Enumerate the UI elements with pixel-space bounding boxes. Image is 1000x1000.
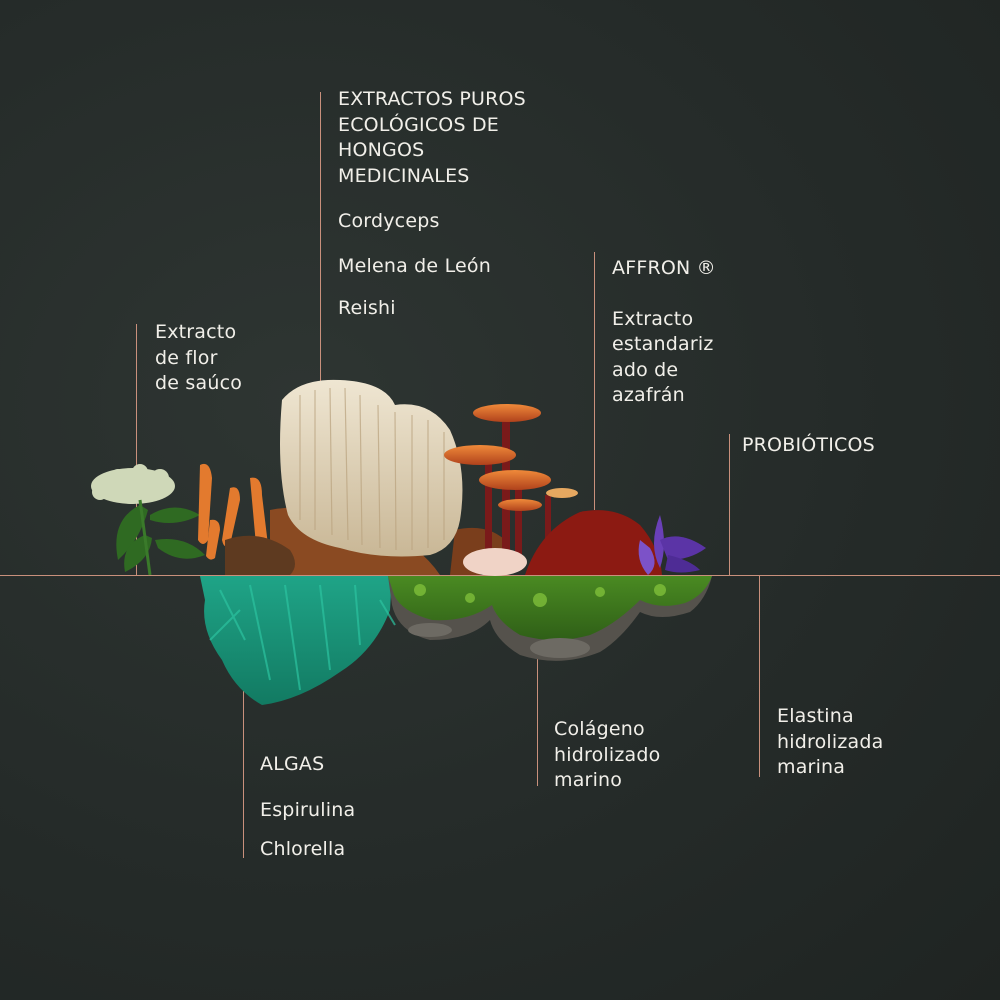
- collagen-stone: [463, 548, 527, 576]
- label-hongos: EXTRACTOS PUROS ECOLÓGICOS DE HONGOS MED…: [338, 87, 526, 322]
- leader-line-sauco: [136, 324, 137, 575]
- lions-mane: [280, 379, 463, 557]
- label-algas: ALGAS Espirulina Chlorella: [260, 752, 355, 863]
- algas-item-chlorella: Chlorella: [260, 838, 346, 860]
- elderflower: [91, 464, 205, 576]
- probioticos-title: PROBIÓTICOS: [742, 434, 875, 456]
- leader-line-probioticos: [729, 434, 730, 575]
- leader-line-colageno: [537, 658, 538, 786]
- hongos-item-melena: Melena de León: [338, 254, 491, 277]
- label-probioticos: PROBIÓTICOS: [742, 433, 875, 459]
- reishi: [444, 404, 578, 570]
- saffron-powder: [525, 510, 662, 575]
- leader-line-hongos: [320, 92, 321, 382]
- sauco-text: Extracto de flor de saúco: [155, 321, 243, 394]
- algas-item-espirulina: Espirulina: [260, 798, 356, 821]
- label-colageno: Colágeno hidrolizado marino: [554, 717, 660, 794]
- spirulina-algae: [200, 576, 396, 705]
- leader-line-algas: [243, 690, 244, 858]
- hongos-item-reishi: Reishi: [338, 297, 396, 319]
- saffron-flower: [638, 515, 706, 575]
- label-affron: AFFRON ® Extracto estandariz ado de azaf…: [612, 256, 716, 409]
- affron-title: AFFRON ®: [612, 257, 716, 279]
- leader-line-elastina: [759, 575, 760, 777]
- label-elastina: Elastina hidrolizada marina: [777, 704, 883, 781]
- affron-desc: Extracto estandariz ado de azafrán: [612, 307, 714, 407]
- cordyceps: [198, 463, 268, 560]
- hongos-title: EXTRACTOS PUROS ECOLÓGICOS DE HONGOS MED…: [338, 88, 526, 187]
- colageno-text: Colágeno hidrolizado marino: [554, 718, 661, 791]
- hongos-item-cordyceps: Cordyceps: [338, 210, 440, 232]
- label-sauco: Extracto de flor de saúco: [155, 320, 242, 397]
- leader-line-affron: [594, 252, 595, 510]
- moss-island: [388, 576, 712, 661]
- algas-title: ALGAS: [260, 753, 325, 775]
- elastina-text: Elastina hidrolizada marina: [777, 705, 884, 778]
